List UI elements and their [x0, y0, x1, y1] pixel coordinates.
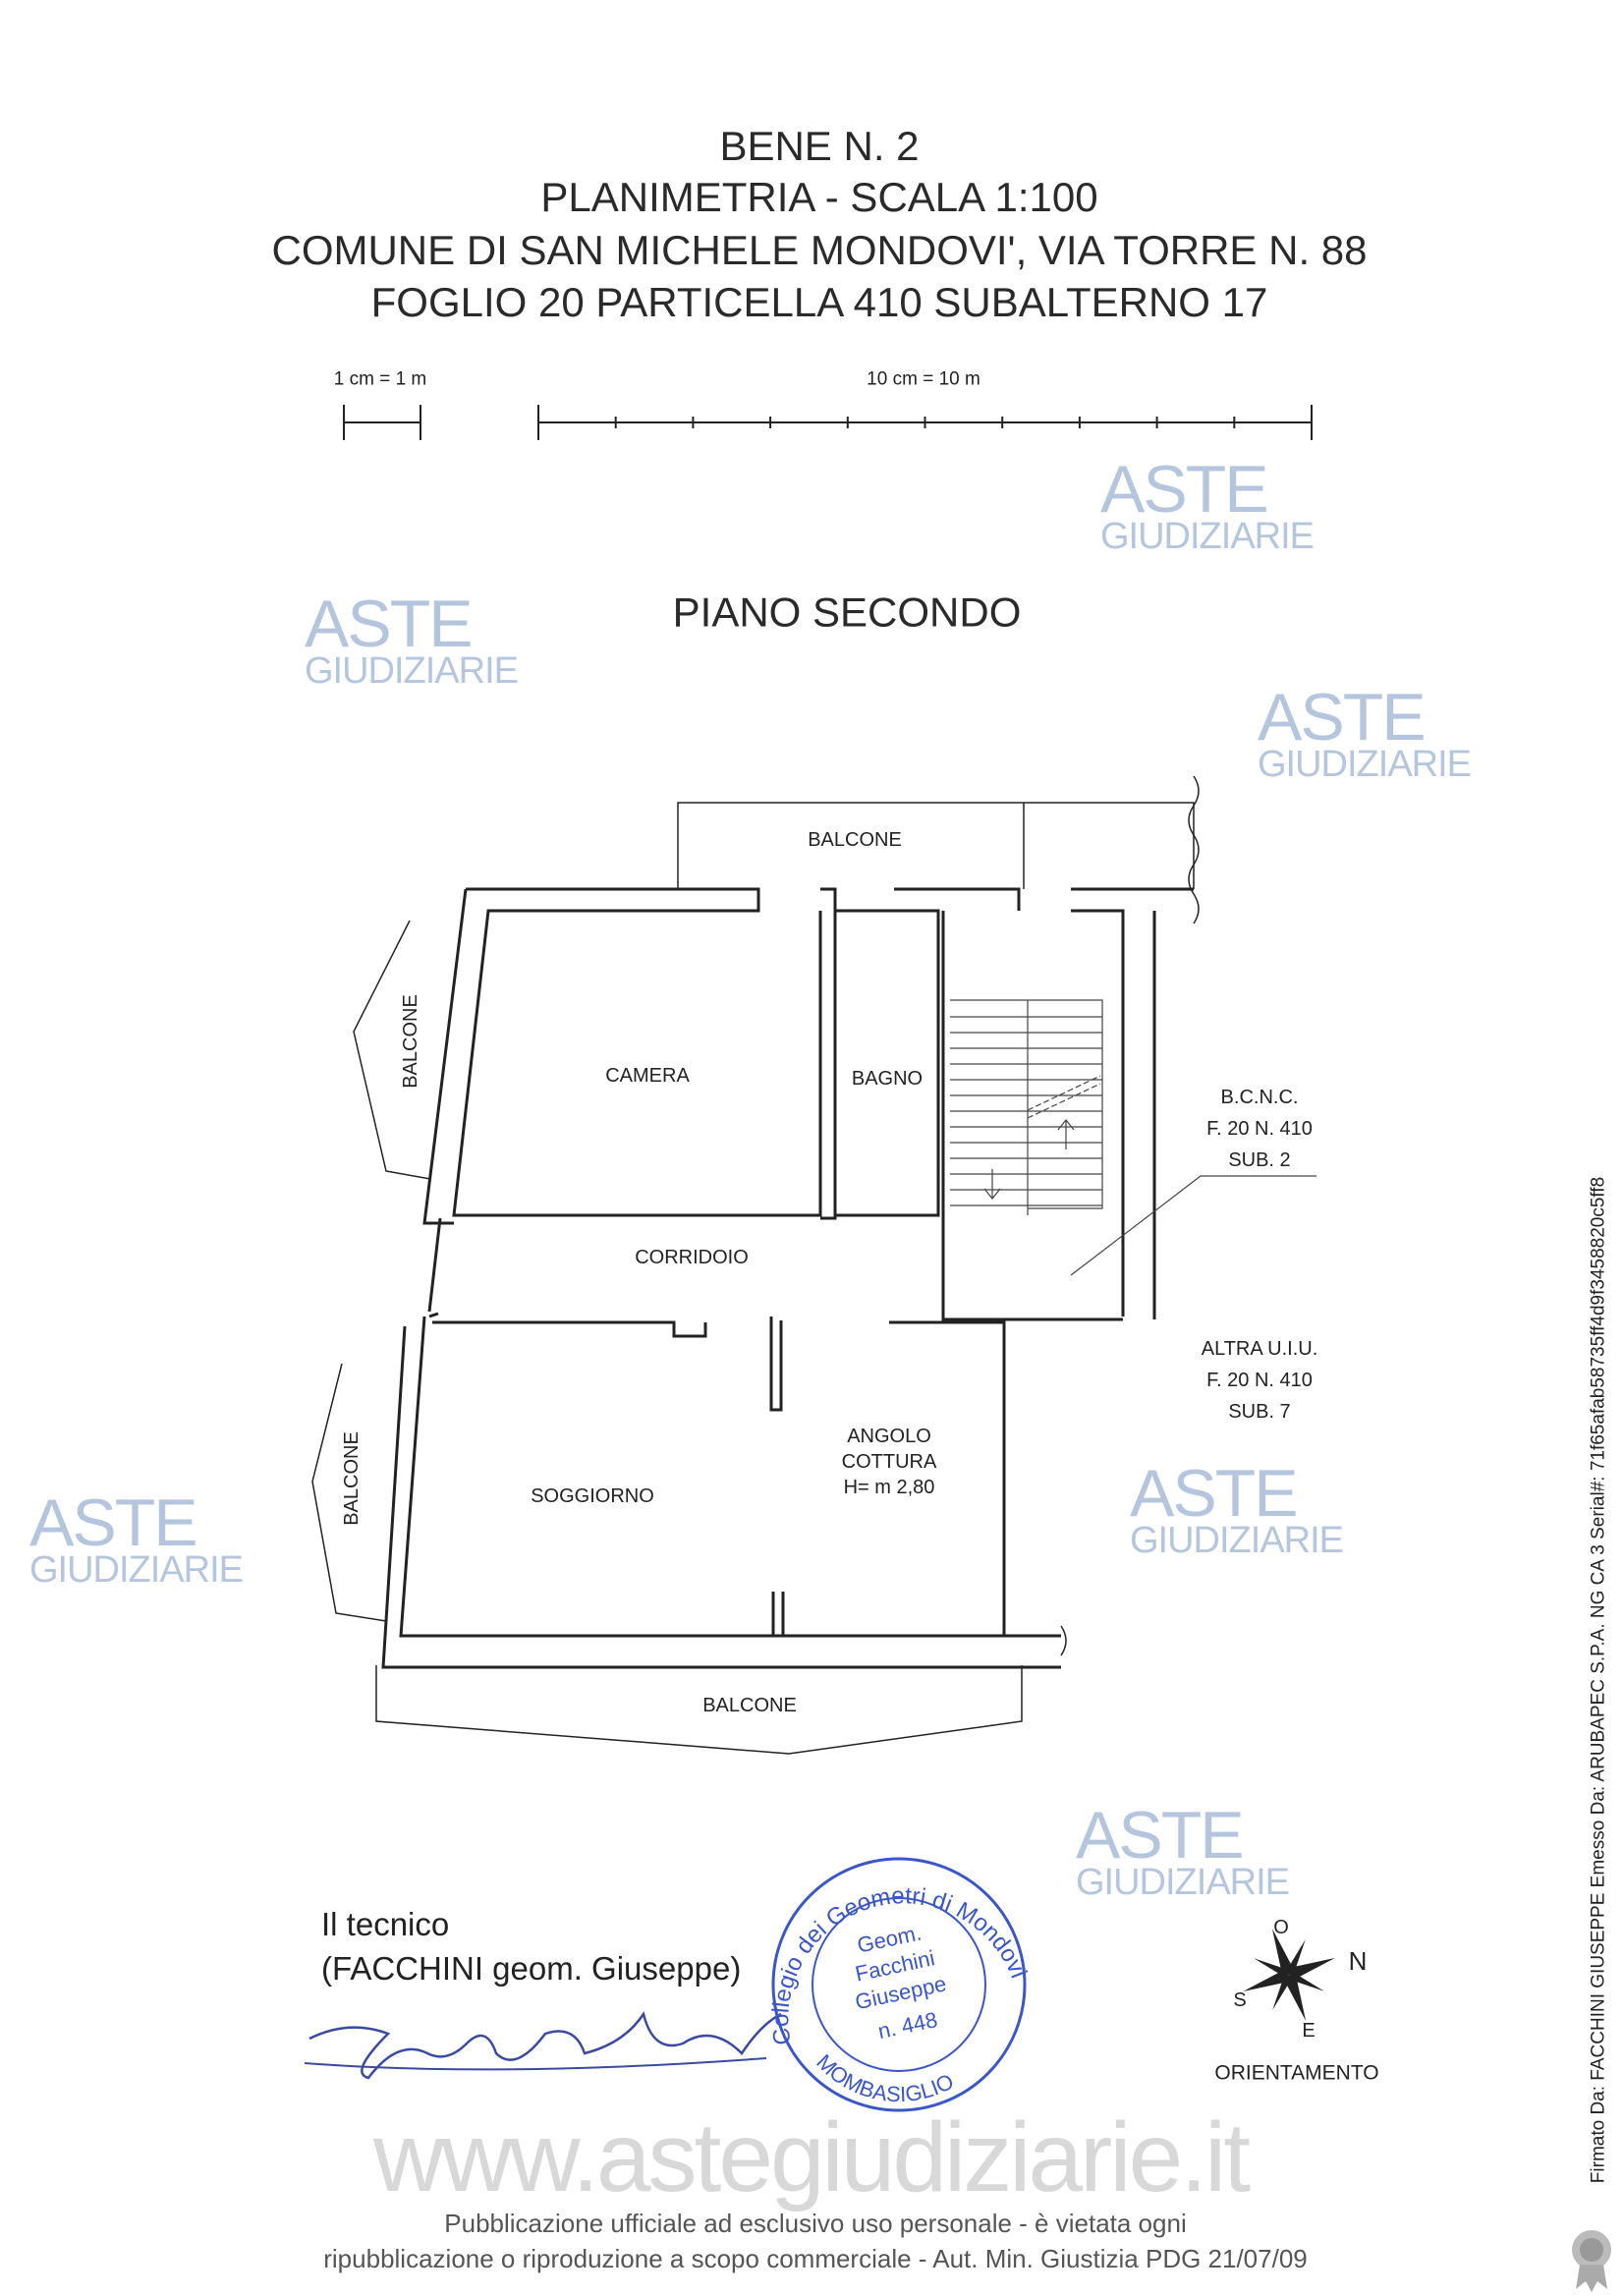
header-line-1: BENE N. 2	[719, 123, 920, 169]
annotation-bcnc: B.C.N.C. F. 20 N. 410 SUB. 2	[1206, 1082, 1313, 1176]
site-watermark: www.astegiudiziarie.it	[373, 2102, 1251, 2212]
wall-corridor	[428, 1312, 707, 1338]
wall-left-top	[422, 888, 468, 1225]
label-balcone-bottom: BALCONE	[702, 1695, 797, 1716]
wall-stairs	[941, 911, 1156, 1321]
scale-bar-small	[343, 405, 421, 440]
balcony-bottom	[375, 1665, 1023, 1755]
compass-e: E	[1302, 2020, 1315, 2042]
wall-camera	[452, 887, 822, 1217]
label-angolo: ANGOLO	[847, 1426, 931, 1447]
compass-s: S	[1233, 1989, 1246, 2011]
label-angolo-cottura: ANGOLO COTTURA H= m 2,80	[842, 1424, 937, 1500]
header-line-2: PLANIMETRIA - SCALA 1:100	[540, 174, 1098, 220]
bcnc-line-3: SUB. 2	[1228, 1149, 1291, 1171]
break-line-right	[1188, 775, 1200, 924]
bcnc-line-2: F. 20 N. 410	[1206, 1118, 1313, 1140]
annotation-altra-uiu: ALTRA U.I.U. F. 20 N. 410 SUB. 7	[1202, 1333, 1318, 1428]
header-line-4: FOGLIO 20 PARTICELLA 410 SUBALTERNO 17	[370, 279, 1268, 325]
wall-outer-bottom	[381, 1325, 1061, 1669]
compass-n: N	[1349, 1946, 1368, 1976]
staircase	[950, 999, 1316, 1276]
scale-small-label: 1 cm = 1 m	[333, 368, 427, 390]
walls	[381, 887, 1194, 1669]
signature-name: (FACCHINI geom. Giuseppe)	[321, 1950, 742, 1987]
compass-label: ORIENTAMENTO	[1214, 2061, 1379, 2085]
wall-partition	[769, 1316, 783, 1412]
header-line-3: COMUNE DI SAN MICHELE MONDOVI', VIA TORR…	[271, 227, 1368, 273]
label-cottura: COTTURA	[841, 1451, 937, 1473]
scale-large-label: 10 cm = 10 m	[867, 368, 980, 390]
balconies	[311, 775, 1200, 1755]
label-bagno: BAGNO	[851, 1068, 924, 1090]
wall-top-right	[894, 887, 1194, 1316]
altra-line-1: ALTRA U.I.U.	[1201, 1338, 1318, 1360]
balcony-left-top	[353, 920, 431, 1180]
label-height: H= m 2,80	[843, 1477, 935, 1498]
wall-left	[399, 1217, 1061, 1638]
label-balcone-top: BALCONE	[808, 829, 902, 851]
altra-line-3: SUB. 7	[1228, 1401, 1291, 1423]
label-soggiorno: SOGGIORNO	[531, 1485, 654, 1507]
wall-cottura	[889, 1320, 1006, 1636]
label-corridoio: CORRIDOIO	[635, 1247, 749, 1268]
label-camera: CAMERA	[605, 1065, 690, 1087]
footer-line-2: ripubblicazione o riproduzione a scopo c…	[323, 2244, 1308, 2274]
balcony-left-bottom	[311, 1363, 387, 1622]
compass-o: O	[1273, 1917, 1289, 1938]
signature-title: Il tecnico	[321, 1906, 450, 1942]
altra-line-2: F. 20 N. 410	[1206, 1370, 1313, 1391]
wall-bagno	[835, 909, 940, 1217]
footer-line-1: Pubblicazione ufficiale ad esclusivo uso…	[444, 2209, 1187, 2239]
leader-line	[1070, 1175, 1316, 1276]
scale-bars	[343, 405, 1313, 440]
floor-title: PIANO SECONDO	[672, 588, 1022, 636]
balcony-top	[677, 802, 1195, 889]
bcnc-line-1: B.C.N.C.	[1220, 1087, 1299, 1108]
break-line-bottom	[1060, 1625, 1067, 1656]
